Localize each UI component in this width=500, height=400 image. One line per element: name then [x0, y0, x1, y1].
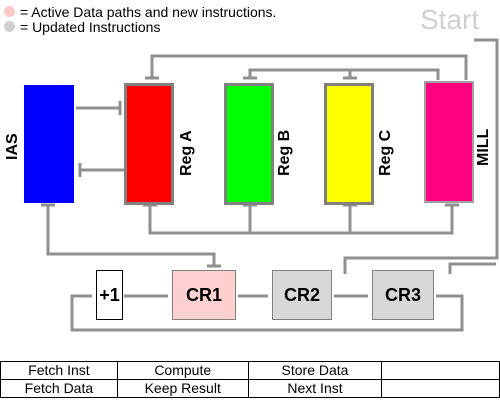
active-legend-text: = Active Data paths and new instructions…	[20, 4, 277, 20]
cr3-box: CR3	[372, 270, 434, 320]
next-inst-cell[interactable]: Next Inst	[247, 379, 383, 398]
cr3-top-wire	[448, 262, 496, 274]
reg-b-label: Reg B	[276, 129, 293, 176]
table-row: Fetch Inst Compute Store Data	[0, 361, 500, 380]
ias-register	[24, 85, 74, 203]
ias-to-cr1-wire	[46, 205, 216, 266]
mill-to-cr2-wire	[343, 38, 499, 274]
active-legend-dot	[4, 6, 15, 17]
fetch-inst-cell[interactable]: Fetch Inst	[0, 361, 118, 380]
reg-c-register	[324, 83, 374, 205]
bottom-bus-wire	[148, 205, 454, 235]
table-row: Fetch Data Keep Result Next Inst	[0, 379, 500, 398]
compute-cell[interactable]: Compute	[116, 361, 249, 380]
reg-a-label: Reg A	[178, 130, 195, 176]
ias-label: IAS	[4, 133, 21, 160]
fetch-data-cell[interactable]: Fetch Data	[0, 379, 118, 398]
cr1-box: CR1	[172, 270, 236, 320]
reg-a-register	[124, 83, 174, 205]
cr2-box: CR2	[272, 270, 332, 320]
mill-label: MILL	[475, 128, 492, 166]
empty-cell	[381, 379, 500, 398]
updated-legend-dot	[4, 21, 15, 32]
increment-box: +1	[96, 270, 123, 320]
second-bus-wire	[248, 68, 440, 80]
reg-c-label: Reg C	[377, 129, 394, 176]
empty-cell	[381, 361, 500, 380]
updated-legend-text: = Updated Instructions	[20, 19, 161, 35]
store-data-cell[interactable]: Store Data	[247, 361, 383, 380]
start-button[interactable]: Start	[420, 4, 480, 35]
control-step-table: Fetch Inst Compute Store Data Fetch Data…	[0, 361, 500, 398]
mill-register	[424, 81, 474, 203]
top-bus-wire	[150, 54, 468, 80]
wire-group	[41, 38, 499, 332]
keep-result-cell[interactable]: Keep Result	[116, 379, 249, 398]
cr3-to-inc-loop-wire	[70, 294, 464, 332]
reg-b-register	[224, 83, 274, 205]
